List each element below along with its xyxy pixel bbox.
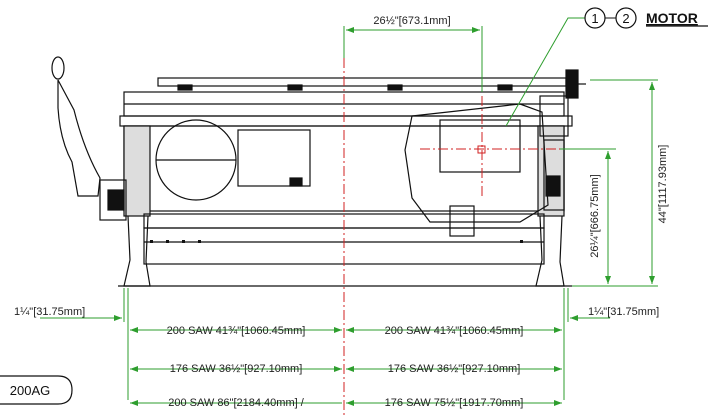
dim-left-offset: 1¼"[31.75mm]	[14, 306, 85, 318]
dim-top-center: 26½"[673.1mm]	[373, 15, 450, 27]
saw-outline	[51, 56, 586, 287]
dim-overall-height: 44"[1117.93mm]	[657, 145, 669, 224]
motor-mount	[449, 205, 475, 237]
handle-lever	[57, 79, 101, 197]
dim-row1-left: 200 SAW 41¾"[1060.45mm]	[167, 325, 306, 337]
dim-right-offset: 1¼"[31.75mm]	[588, 306, 659, 318]
right-leg	[535, 215, 565, 287]
model-tag-box	[0, 375, 73, 405]
dimension-lines	[40, 17, 658, 404]
handle-bracket	[99, 179, 127, 221]
rail-clamp	[177, 84, 193, 91]
adjust-knob	[565, 69, 579, 99]
callout-bubble-2-text: 2	[622, 11, 629, 26]
model-tag: 200AG	[0, 375, 73, 405]
dim-row2-right: 176 SAW 36½"[927.10mm]	[388, 363, 521, 375]
dim-row3-left: 200 SAW 86"[2184.40mm] /	[168, 397, 305, 409]
dim-row3-right: 176 SAW 75½"[1917.70mm]	[385, 397, 524, 409]
model-tag-text: 200AG	[10, 383, 50, 398]
dimension-arrows	[114, 27, 655, 406]
motor-center-mark	[477, 145, 486, 154]
motor-plate	[439, 119, 521, 173]
rail-clamp	[497, 84, 513, 91]
left-leg	[123, 215, 151, 287]
motor-callout: 1 2 MOTOR	[584, 7, 708, 29]
handle-knob	[51, 56, 65, 80]
callout-bubble-1-text: 1	[591, 11, 598, 26]
dim-row1-right: 200 SAW 41¾"[1060.45mm]	[385, 325, 524, 337]
dim-row2-left: 176 SAW 36½"[927.10mm]	[170, 363, 303, 375]
rail-clamp	[387, 84, 403, 91]
motor-housing	[404, 103, 549, 223]
dim-center-height: 26¼"[666.75mm]	[589, 174, 601, 257]
rail-clamp	[287, 84, 303, 91]
callout-label: MOTOR	[646, 10, 698, 26]
